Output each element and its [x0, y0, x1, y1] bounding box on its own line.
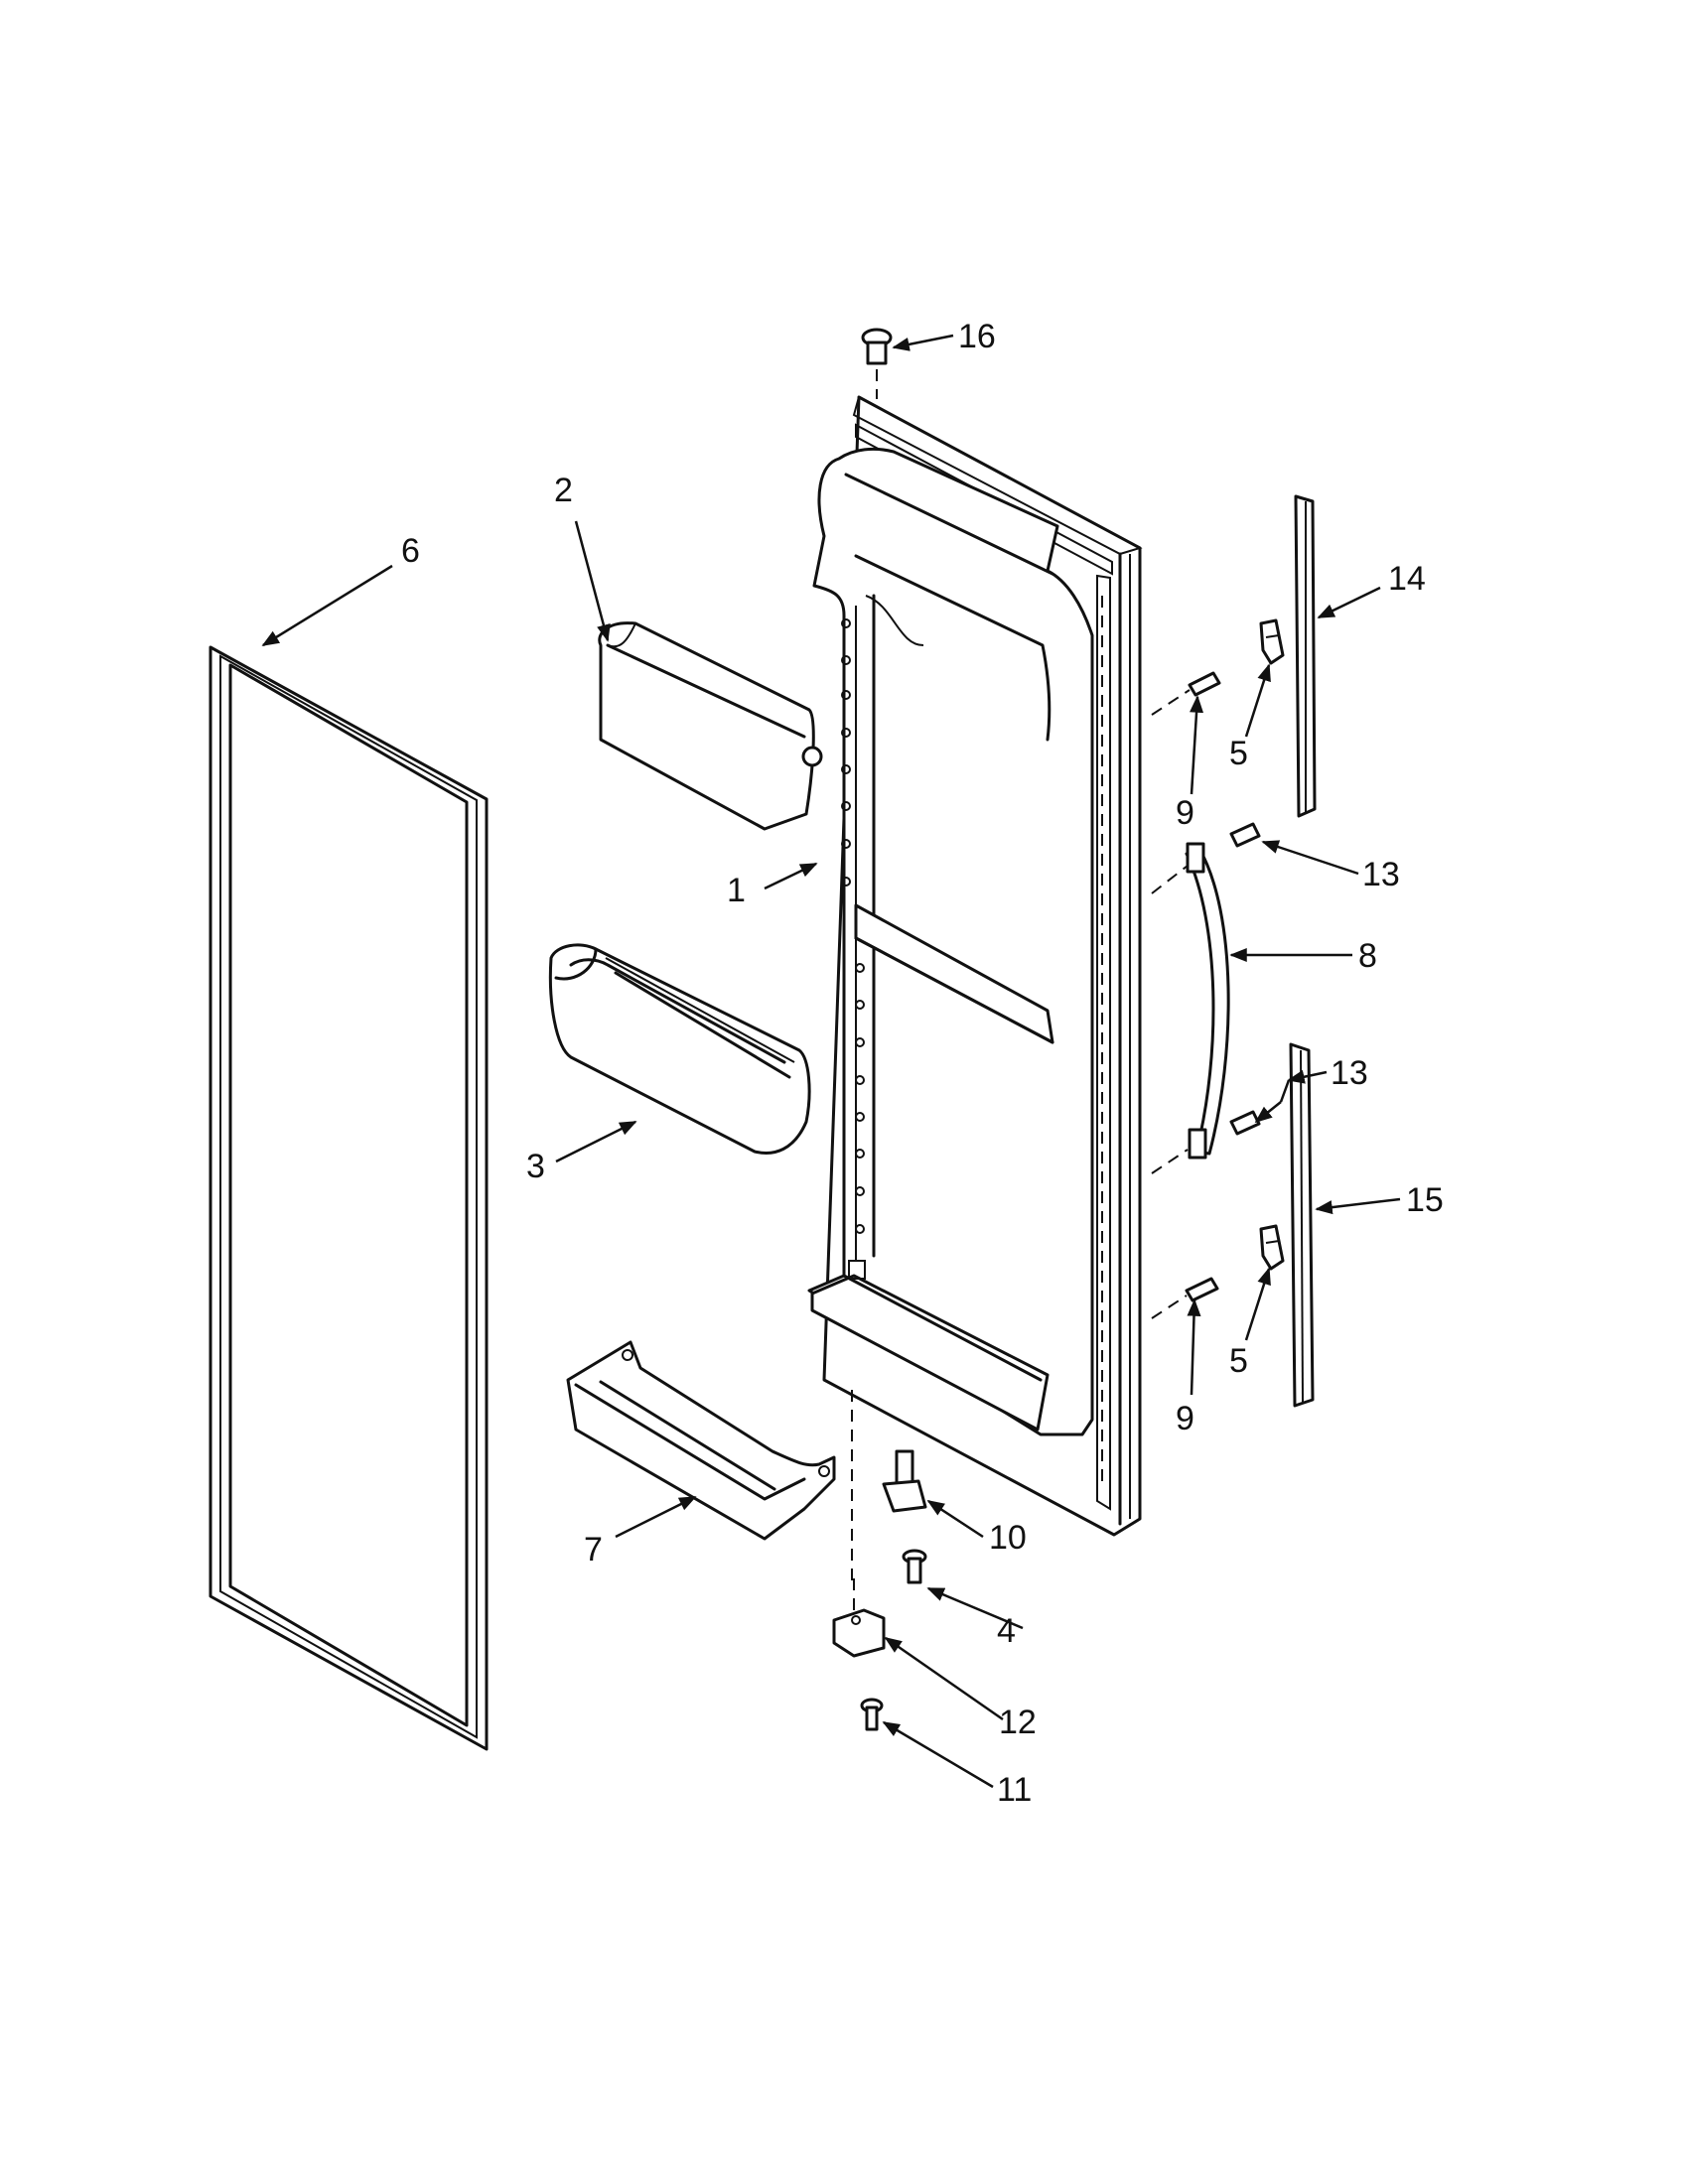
bottom-hinge-screw [860, 1698, 884, 1731]
callout-10: 10 [989, 1519, 1027, 1557]
handle-screw-lower [1229, 1110, 1261, 1136]
door-liner [807, 395, 1143, 1588]
screw-lower [1151, 1277, 1219, 1319]
callout-labels: 16 2 6 14 5 9 1 13 8 13 3 15 5 9 7 10 4 … [401, 318, 1444, 1809]
dairy-door [598, 621, 823, 831]
callout-3: 3 [526, 1148, 545, 1185]
trim-clip-lower [1259, 1224, 1285, 1271]
callout-14: 14 [1388, 560, 1426, 598]
callout-6: 6 [401, 532, 420, 570]
upper-trim [1294, 494, 1317, 818]
callout-8: 8 [1358, 937, 1377, 975]
callout-12: 12 [999, 1704, 1037, 1741]
hinge-pin-bracket [882, 1449, 927, 1513]
trim-clip-upper [1259, 618, 1285, 665]
handle-screw-upper [1229, 822, 1261, 848]
door-gasket [209, 645, 489, 1751]
callout-13a: 13 [1362, 856, 1400, 893]
door-rack [566, 1340, 836, 1541]
callout-5b: 5 [1229, 1342, 1248, 1380]
door-bin [548, 943, 811, 1155]
callout-4: 4 [997, 1612, 1016, 1650]
callout-9b: 9 [1176, 1400, 1194, 1437]
callout-16: 16 [958, 318, 996, 355]
callout-1: 1 [727, 872, 746, 909]
screw-upper [1151, 671, 1221, 716]
liner-holes [841, 618, 866, 1280]
callout-2: 2 [554, 472, 573, 509]
callout-11: 11 [997, 1771, 1032, 1809]
door-handle [1151, 842, 1230, 1174]
bottom-hinge [832, 1578, 886, 1658]
callout-15: 15 [1406, 1181, 1444, 1219]
callout-7: 7 [584, 1531, 603, 1569]
callout-13b: 13 [1331, 1054, 1368, 1092]
door-plug [861, 328, 893, 399]
callout-9a: 9 [1176, 794, 1194, 832]
leader-lines [261, 334, 1401, 1789]
lower-trim [1289, 1042, 1315, 1408]
hinge-screw [902, 1549, 927, 1584]
callout-5a: 5 [1229, 735, 1248, 772]
